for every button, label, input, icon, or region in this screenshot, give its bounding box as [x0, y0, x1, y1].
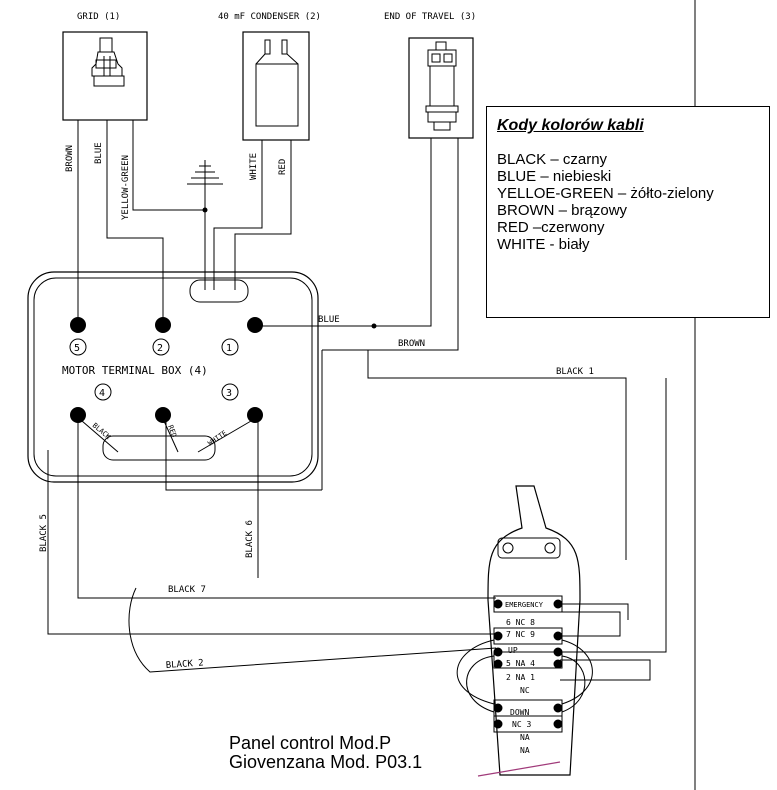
legend-item-blue: BLUE – niebieski — [497, 168, 612, 185]
black6-wire-label: BLACK 6 — [245, 520, 255, 558]
terminal-3-label: 3 — [226, 388, 232, 399]
legend-title: Kody kolorów kabli — [497, 117, 644, 134]
blue-horizontal-label: BLUE — [318, 315, 340, 325]
legend-item-black: BLACK – czarny — [497, 151, 608, 168]
panel-label-emergency: EMERGENCY — [505, 601, 544, 609]
yellow-green-wire-label: YELLOW-GREEN — [121, 155, 131, 220]
black5-wire-label: BLACK 5 — [39, 514, 49, 552]
terminal-5-label: 5 — [74, 343, 80, 354]
white-wire-label: WHITE — [249, 153, 259, 180]
panel-label-down: DOWN — [510, 708, 529, 717]
color-legend-box: Kody kolorów kabli BLACK – czarny BLUE –… — [486, 106, 770, 318]
panel-label-na-1: NA — [520, 733, 530, 742]
grid-component — [62, 31, 148, 121]
blue-wire-label: BLUE — [94, 142, 104, 164]
legend-item-white: WHITE - biały — [497, 236, 590, 253]
terminal-4-label: 4 — [99, 388, 105, 399]
white-lead-label: WHITE — [207, 429, 229, 448]
red-wire-label: RED — [278, 159, 288, 175]
legend-item-red: RED –czerwony — [497, 219, 605, 236]
blue-junction — [371, 323, 377, 329]
panel-label-nc-6-8: 6 NC 8 — [506, 618, 535, 627]
brown-horizontal-label: BROWN — [398, 339, 425, 349]
motor-terminal-box — [27, 271, 319, 483]
black1-label: BLACK 1 — [556, 367, 594, 377]
panel-label-na-5-4: 5 NA 4 — [506, 659, 535, 668]
caption-line-1: Panel control Mod.P — [229, 733, 392, 753]
terminal-1-label: 1 — [226, 343, 232, 354]
condenser-title: 40 mF CONDENSER (2) — [218, 12, 321, 22]
panel-label-na-2: NA — [520, 746, 530, 755]
end-of-travel-component — [408, 37, 474, 139]
condenser-component — [242, 31, 310, 141]
end-of-travel-title: END OF TRAVEL (3) — [384, 12, 476, 22]
panel-label-nc-7-9: 7 NC 9 — [506, 630, 535, 639]
red-lead-label: RED — [166, 424, 178, 439]
terminal-2-label: 2 — [157, 343, 163, 354]
ground-junction — [202, 207, 208, 213]
black2-label: BLACK 2 — [166, 658, 205, 671]
black7-label: BLACK 7 — [168, 585, 206, 595]
ground-symbol — [187, 160, 223, 210]
grid-title: GRID (1) — [77, 12, 120, 22]
legend-item-brown: BROWN – brązowy — [497, 202, 628, 219]
panel-label-nc: NC — [520, 686, 530, 695]
brown-wire-label: BROWN — [65, 145, 75, 172]
panel-label-up: UP — [508, 646, 518, 655]
panel-label-nc-3: NC 3 — [512, 720, 531, 729]
terminal-box-title: MOTOR TERMINAL BOX (4) — [62, 364, 208, 377]
legend-item-yellow-green: YELLOE-GREEN – żółto-zielony — [497, 185, 714, 202]
diagram-caption: Panel control Mod.P Giovenzana Mod. P03.… — [229, 734, 422, 772]
wires — [47, 120, 667, 681]
panel-label-na-2-1: 2 NA 1 — [506, 673, 535, 682]
caption-line-2: Giovenzana Mod. P03.1 — [229, 752, 423, 772]
control-panel-pendant — [456, 485, 593, 777]
